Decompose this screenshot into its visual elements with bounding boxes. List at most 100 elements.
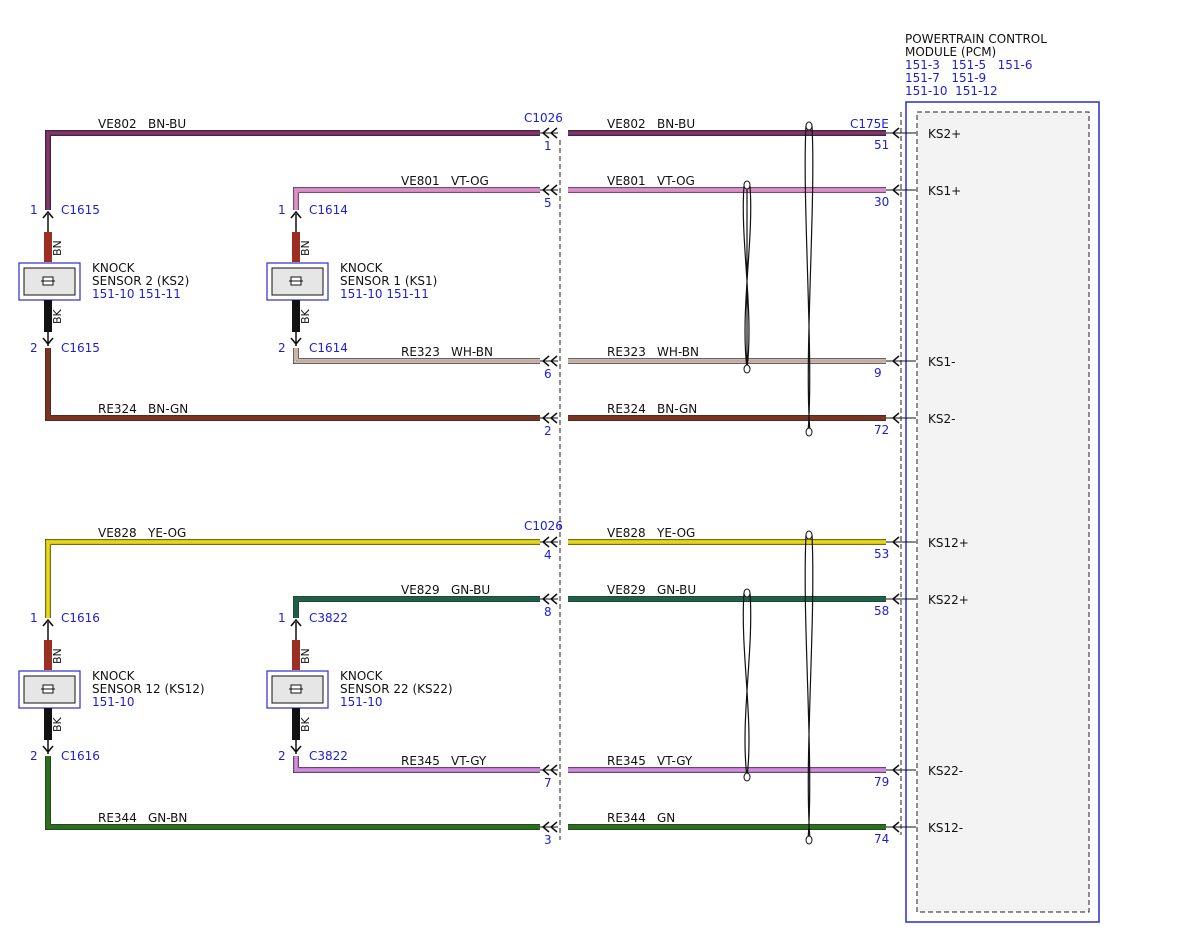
inline-connector-label-bottom: C1026 — [524, 519, 563, 533]
wire-right-color-label: BN-GN — [657, 402, 697, 416]
wire-left-circuit-label: RE344 — [98, 811, 137, 825]
sensor-top-connector-label: C1614 — [309, 203, 348, 217]
sensor-bk-lead — [292, 300, 300, 332]
wire-left-circuit-label: VE828 — [98, 526, 137, 540]
sensor-name-line2: SENSOR 12 (KS12) — [92, 682, 205, 696]
wire-left-color-label: GN-BU — [451, 583, 490, 597]
pcm-pin-arrow — [891, 355, 900, 367]
wire-left-circuit-label: RE345 — [401, 754, 440, 768]
wire-left-circuit-label: RE324 — [98, 402, 137, 416]
pcm-module: POWERTRAIN CONTROL MODULE (PCM) 151-3 15… — [850, 32, 1100, 923]
sensor-top-pin-number: 1 — [30, 203, 38, 217]
twisted-pair-ks2 — [804, 125, 814, 433]
pcm-pin-label: KS2- — [928, 412, 955, 426]
wire-right-color-label: GN-BU — [657, 583, 696, 597]
sensor-top-pin-arrow — [290, 618, 302, 627]
wire-right-circuit-label: RE324 — [607, 402, 646, 416]
twisted-pair-ks22-top-cap — [743, 588, 751, 598]
inline-connector-pin-number: 7 — [544, 776, 552, 790]
pcm-pin-arrow — [891, 412, 900, 424]
sensor-name-line2: SENSOR 22 (KS22) — [340, 682, 453, 696]
sensor-bk-label: BK — [299, 716, 312, 732]
sensor-bn-label: BN — [299, 240, 312, 256]
pcm-pin-label: KS12+ — [928, 536, 969, 550]
inline-connector-pin-number: 5 — [544, 196, 552, 210]
wire-left-color-label: YE-OG — [147, 526, 186, 540]
pcm-refs-line1: 151-3 151-5 151-6 — [905, 58, 1033, 72]
sensor-name-line1: KNOCK — [340, 261, 384, 275]
sensor-top-connector-label: C1615 — [61, 203, 100, 217]
sensor-top-pin-arrow — [42, 618, 54, 627]
sensor-bottom-pin-number: 2 — [278, 749, 286, 763]
wire-right-color-label: VT-OG — [657, 174, 695, 188]
twisted-pair-ks2-bottom-cap — [805, 427, 813, 437]
sensor-bottom-pin-number: 2 — [278, 341, 286, 355]
inline-connector-label-top: C1026 — [524, 111, 563, 125]
sensor-bk-label: BK — [51, 308, 64, 324]
wire-right-color-label: BN-BU — [657, 117, 695, 131]
sensor-name-line1: KNOCK — [92, 669, 136, 683]
twisted-pair-ks1 — [742, 185, 752, 370]
sensor-bk-lead — [44, 300, 52, 332]
sensor-bn-lead — [44, 232, 52, 262]
wire-left-color-label: BN-BU — [148, 117, 186, 131]
pcm-connector-label: C175E — [850, 117, 889, 131]
wire-left-segment-stripe-c — [47, 541, 540, 618]
pcm-pin-label: KS12- — [928, 821, 963, 835]
wire-right-circuit-label: RE345 — [607, 754, 646, 768]
sensor-bottom-pin-arrow — [290, 337, 302, 346]
sensor-refs: 151-10 — [92, 695, 135, 709]
sensor-top-pin-arrow — [42, 210, 54, 219]
wire-right-color-label: VT-GY — [657, 754, 693, 768]
pcm-outline — [905, 101, 1100, 923]
sensor-bottom-connector-label: C1616 — [61, 749, 100, 763]
sensor-bottom-pin-number: 2 — [30, 749, 38, 763]
sensor-bn-label: BN — [51, 648, 64, 664]
pcm-pin-arrow — [891, 536, 900, 548]
sensor-top-pin-number: 1 — [278, 203, 286, 217]
wire-left-segment-stripe-c — [47, 756, 540, 828]
sensor-top-connector-label: C1616 — [61, 611, 100, 625]
sensor-bottom-pin-number: 2 — [30, 341, 38, 355]
wire-left-segment-stripe-c — [295, 756, 540, 771]
wire-left-segment-stripe-c — [47, 348, 540, 419]
sensor-bottom-connector-label: C3822 — [309, 749, 348, 763]
wire-right-circuit-label: RE323 — [607, 345, 646, 359]
pcm-pin-label: KS22- — [928, 764, 963, 778]
pcm-pin-number: 9 — [874, 366, 882, 380]
wire-right-circuit-label: VE801 — [607, 174, 646, 188]
sensor-bn-lead — [292, 640, 300, 670]
wire-left-color-label: VT-GY — [451, 754, 487, 768]
pcm-title-line2: MODULE (PCM) — [905, 45, 996, 59]
inline-connector-pin-number: 1 — [544, 139, 552, 153]
twisted-pair-ks2-top-cap — [805, 121, 813, 131]
pcm-pin-arrow — [891, 821, 900, 833]
twisted-pair-layer — [742, 121, 814, 845]
wire-right-color-label: GN — [657, 811, 675, 825]
sensor-name-line1: KNOCK — [340, 669, 384, 683]
pcm-pin-number: 53 — [874, 547, 889, 561]
inline-connector-pin-number: 4 — [544, 548, 552, 562]
twisted-pair-ks1-bottom-cap — [743, 364, 751, 374]
pcm-pin-arrow — [891, 127, 900, 139]
pcm-pin-label: KS1- — [928, 355, 955, 369]
wire-left-segment-stripe-c — [295, 348, 540, 362]
sensor-name-line2: SENSOR 1 (KS1) — [340, 274, 437, 288]
wire-left-circuit-label: VE829 — [401, 583, 440, 597]
twisted-pair-ks12 — [804, 534, 814, 841]
sensor-bn-lead — [292, 232, 300, 262]
